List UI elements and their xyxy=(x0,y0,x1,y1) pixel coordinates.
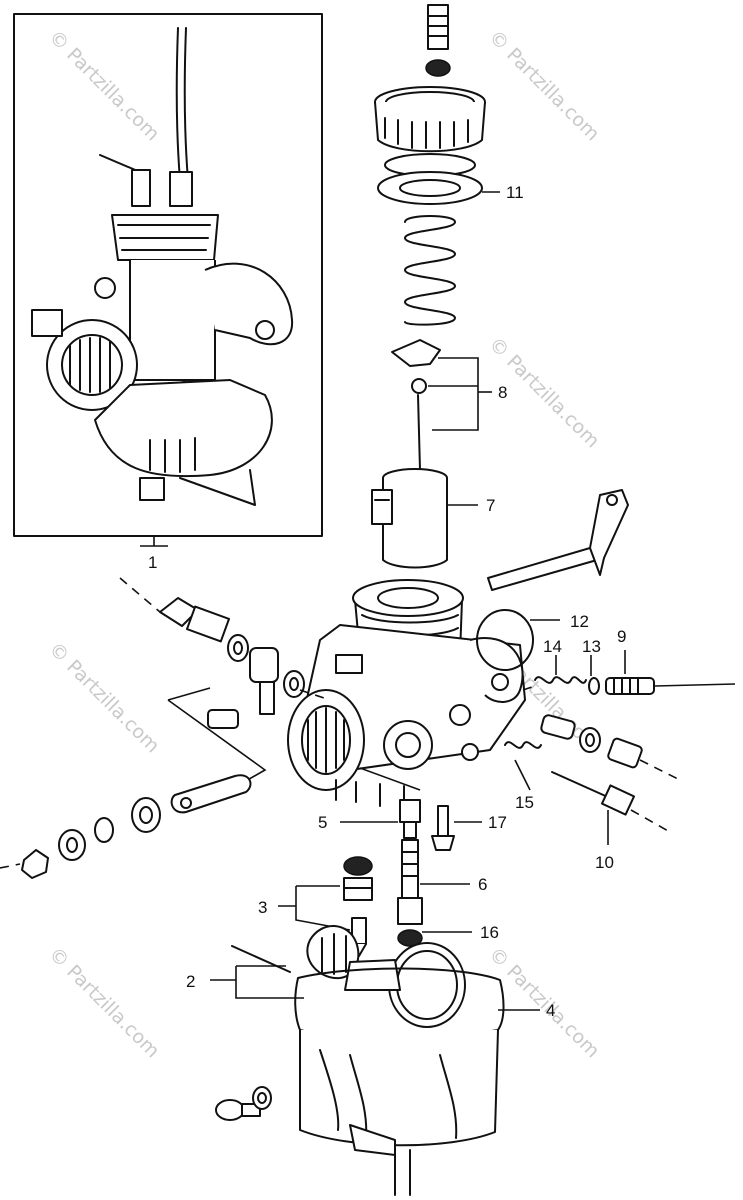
callout-7: 7 xyxy=(486,496,495,515)
callout-9: 9 xyxy=(617,627,626,646)
watermark-4: © Partzilla.com xyxy=(44,638,163,757)
throttle-valve-spring xyxy=(404,215,456,326)
watermark-1: © Partzilla.com xyxy=(44,26,163,145)
pilot-air-screw-set xyxy=(534,676,655,695)
callout-8: 8 xyxy=(498,383,507,402)
callout-1: 1 xyxy=(148,553,157,572)
main-jet-assembly xyxy=(397,799,455,947)
callout-16: 16 xyxy=(480,923,499,942)
callout-17: 17 xyxy=(488,813,507,832)
callout-5: 5 xyxy=(318,813,327,832)
callout-12: 12 xyxy=(570,612,589,631)
drain-screw xyxy=(215,1086,272,1121)
float-chamber xyxy=(294,967,505,1196)
callout-2: 2 xyxy=(186,972,195,991)
callout-13: 13 xyxy=(582,637,601,656)
watermarks: © Partzilla.com © Partzilla.com © Partzi… xyxy=(44,26,603,1062)
top-adjuster-screw xyxy=(425,4,451,77)
callout-6: 6 xyxy=(478,875,487,894)
callout-11: 11 xyxy=(506,183,524,202)
carburetor-body xyxy=(287,579,526,807)
throttle-stop-linkage xyxy=(21,774,252,879)
watermark-2: © Partzilla.com xyxy=(484,26,603,145)
callout-10: 10 xyxy=(595,853,614,872)
callout-4: 4 xyxy=(546,1001,555,1020)
float-assembly xyxy=(231,925,466,1028)
callout-15: 15 xyxy=(515,793,534,812)
idle-screw-set xyxy=(504,714,643,816)
assembled-carburetor-inset xyxy=(13,13,323,537)
callout-14: 14 xyxy=(543,637,562,656)
carburetor-top-cap xyxy=(374,86,486,205)
throttle-valve xyxy=(371,468,448,569)
float-chamber-gasket xyxy=(476,609,534,671)
jet-needle-assembly xyxy=(391,339,441,471)
throttle-cable-bracket xyxy=(487,489,629,591)
watermark-6: © Partzilla.com xyxy=(44,943,163,1062)
watermark-7: © Partzilla.com xyxy=(484,943,603,1062)
callout-3: 3 xyxy=(258,898,267,917)
left-side-fittings xyxy=(159,597,305,729)
